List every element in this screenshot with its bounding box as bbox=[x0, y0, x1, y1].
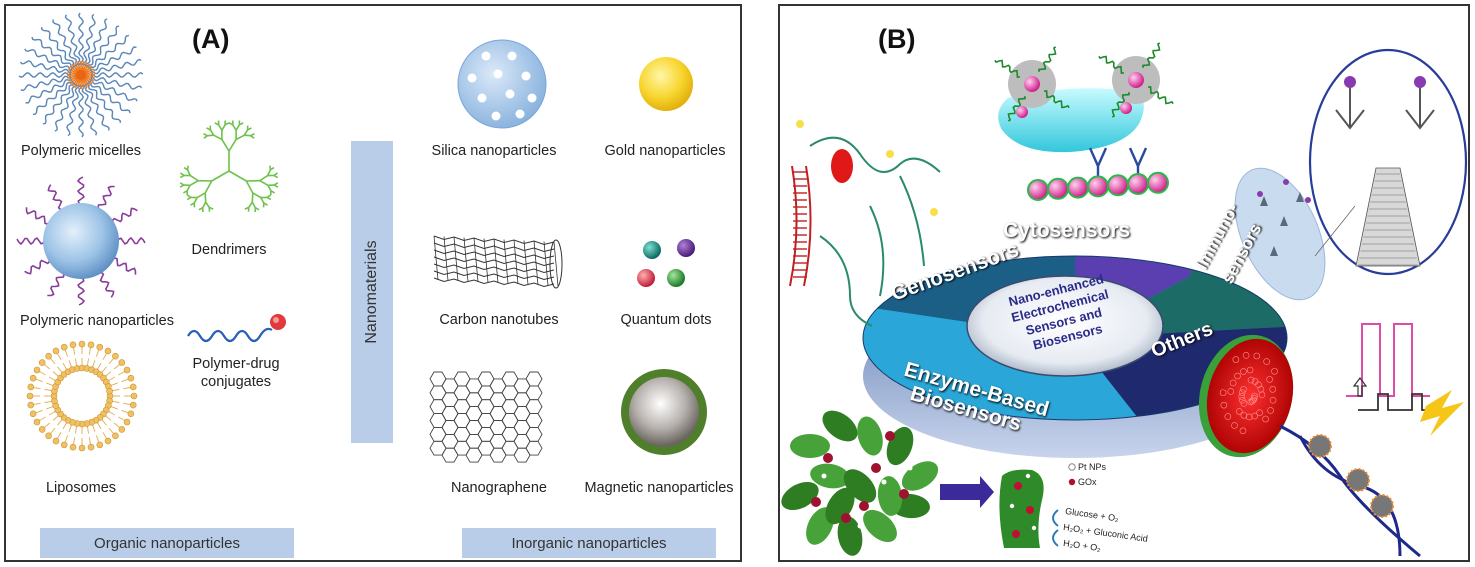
legend-pt: Pt NPs bbox=[1078, 462, 1107, 472]
organic-nanoparticles-bar: Organic nanoparticles bbox=[40, 528, 294, 558]
nanomaterials-label: Nanomaterials bbox=[363, 240, 380, 344]
panel-b-title: (B) bbox=[878, 24, 916, 54]
polymeric-micelle-icon bbox=[18, 12, 144, 138]
nanographene-icon bbox=[429, 371, 543, 463]
panel-b: (B) bbox=[778, 4, 1470, 562]
biosensor-illustration bbox=[781, 42, 1468, 558]
polymer-drug-conjugate-icon bbox=[187, 314, 286, 343]
silica-nanoparticle-icon bbox=[457, 39, 547, 129]
legend-gox: GOx bbox=[1078, 477, 1097, 487]
polymeric-micelles-label: Polymeric micelles bbox=[20, 143, 142, 159]
magnetic-label: Magnetic nanoparticles bbox=[584, 480, 734, 496]
panel-a: (A) Polymeric micelles Dendrimers Polyme… bbox=[4, 4, 742, 562]
panel-a-title: (A) bbox=[192, 24, 230, 54]
carbon-nanotubes-label: Carbon nanotubes bbox=[439, 312, 559, 328]
polymeric-nanoparticle-icon bbox=[16, 176, 146, 306]
quantum-dots-icon bbox=[637, 239, 695, 287]
gold-nanoparticle-icon bbox=[639, 57, 693, 111]
gold-label: Gold nanoparticles bbox=[604, 143, 726, 159]
silica-label: Silica nanoparticles bbox=[431, 143, 557, 159]
inorganic-nanoparticles-bar: Inorganic nanoparticles bbox=[462, 528, 716, 558]
quantum-dots-label: Quantum dots bbox=[620, 312, 712, 328]
segment-cytosensors: Cytosensors bbox=[1003, 219, 1131, 242]
dendrimer-icon bbox=[179, 120, 279, 213]
polymeric-nanoparticles-label: Polymeric nanoparticles bbox=[20, 313, 174, 329]
magnetic-nanoparticle-icon bbox=[621, 369, 707, 455]
nanographene-label: Nanographene bbox=[451, 480, 547, 496]
liposomes-label: Liposomes bbox=[45, 480, 117, 496]
liposome-icon bbox=[26, 340, 138, 452]
polymer-drug-label-2: conjugates bbox=[200, 374, 272, 390]
polymer-drug-label-1: Polymer-drug bbox=[192, 356, 280, 372]
nanomaterials-bar: Nanomaterials bbox=[351, 141, 393, 443]
carbon-nanotube-icon bbox=[433, 235, 563, 289]
dendrimers-label: Dendrimers bbox=[191, 242, 267, 258]
